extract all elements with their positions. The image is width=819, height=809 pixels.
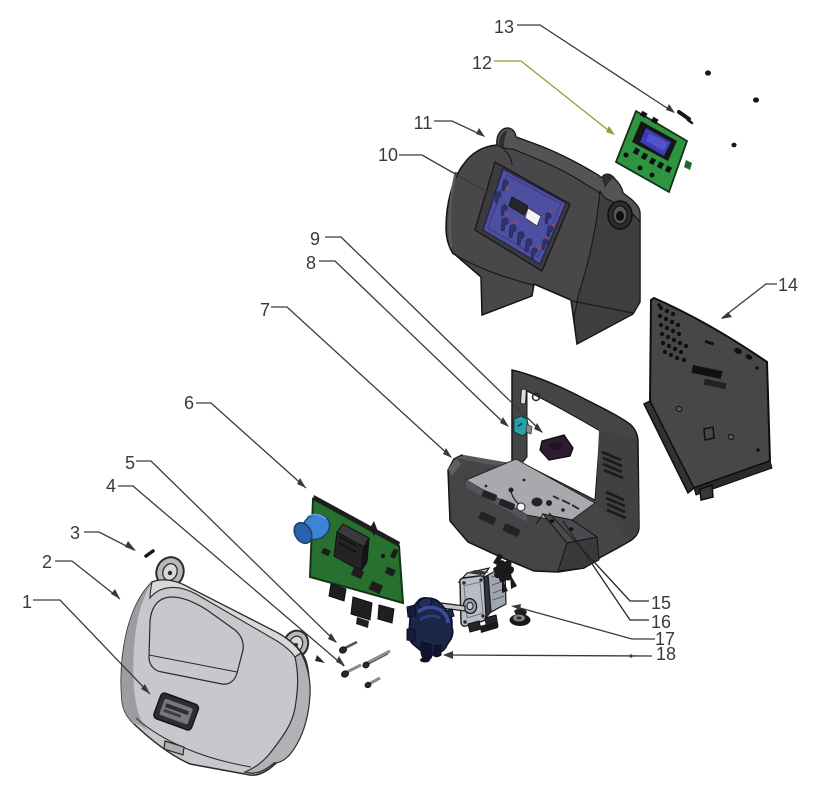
svg-text:2: 2 — [42, 552, 52, 572]
svg-text:15: 15 — [651, 593, 671, 613]
svg-text:5: 5 — [125, 453, 135, 473]
svg-text:4: 4 — [106, 476, 116, 496]
svg-text:13: 13 — [494, 17, 514, 37]
svg-text:12: 12 — [472, 53, 492, 73]
svg-text:11: 11 — [414, 113, 433, 133]
svg-text:16: 16 — [651, 612, 671, 632]
svg-text:9: 9 — [310, 229, 320, 249]
svg-text:18: 18 — [656, 644, 676, 664]
svg-text:8: 8 — [306, 253, 316, 273]
svg-text:17: 17 — [655, 629, 675, 649]
svg-text:3: 3 — [70, 523, 80, 543]
svg-text:6: 6 — [184, 393, 194, 413]
svg-text:14: 14 — [778, 275, 798, 295]
svg-text:7: 7 — [260, 300, 270, 320]
svg-text:10: 10 — [378, 145, 398, 165]
svg-text:1: 1 — [22, 592, 32, 612]
